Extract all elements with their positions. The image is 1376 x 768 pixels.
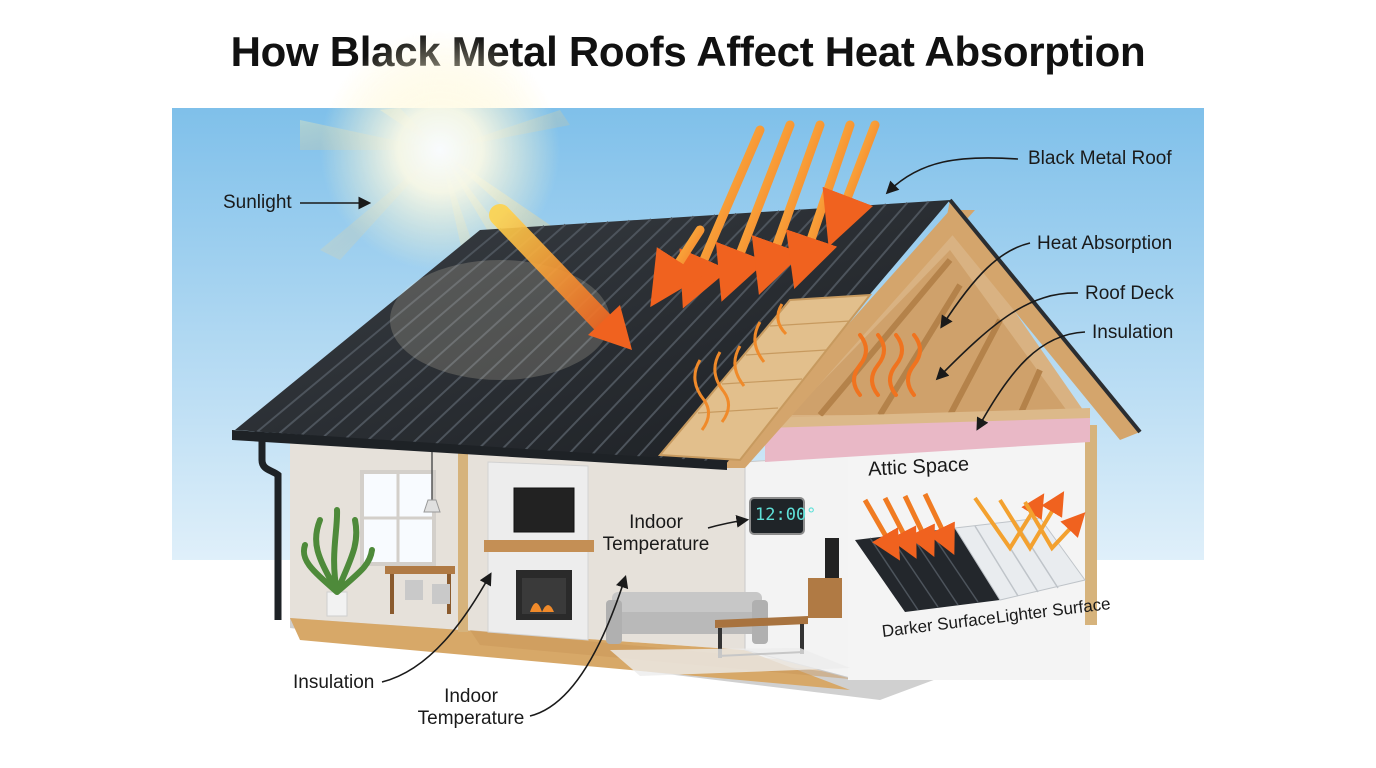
- darker-incoming-arrow: [902, 494, 935, 558]
- insulation-attic-label: Insulation: [1092, 322, 1174, 343]
- lighter-reflected-arrow: [998, 491, 1065, 552]
- black-metal-roof-callout: [885, 157, 1019, 195]
- attic-insulation: [765, 416, 1090, 462]
- black-metal-roof-label: Black Metal Roof: [1028, 148, 1172, 169]
- sunlight-label: Sunlight: [223, 192, 292, 213]
- roof-seam: [278, 226, 524, 434]
- heat-arrow: [650, 225, 705, 308]
- roof-seam: [323, 223, 567, 438]
- roof-seam: [434, 217, 673, 446]
- indoor-temperature-bottom-line2: Temperature: [417, 708, 525, 729]
- wall-insulation-stud: [458, 452, 468, 632]
- roof-deck-label: Roof Deck: [1085, 283, 1174, 304]
- heat-arrow: [751, 120, 825, 295]
- indoor-temperature-bottom-callout: [529, 574, 629, 717]
- lighter-reflected-arrow: [973, 493, 1045, 552]
- roof-deck: [660, 295, 870, 460]
- heat-absorption-callout: [940, 242, 1031, 329]
- roof-seam: [256, 227, 503, 433]
- thermostat-readout: 12:00°: [755, 505, 817, 525]
- indoor-temperature-bottom-line1: Indoor: [444, 686, 498, 707]
- right-rafter: [945, 200, 1140, 440]
- lighter-reflected-arrow: [1023, 500, 1086, 552]
- potted-plant: [300, 507, 375, 617]
- sunlight-arrow: [588, 305, 632, 350]
- indoor-temperature-bottom-label: Indoor Temperature: [412, 686, 530, 730]
- callout-lines: [300, 157, 1086, 717]
- sofa: [606, 592, 768, 644]
- roof-seam: [301, 225, 545, 436]
- comparison-heat-arrows: [862, 491, 1086, 561]
- thermostat-display: [749, 497, 805, 535]
- heat-absorption-arrows: [650, 120, 880, 309]
- indoor-temperature-wall-label: Indoor Temperature: [600, 512, 712, 556]
- fireplace: [484, 461, 594, 641]
- roof-seam: [412, 218, 652, 444]
- indoor-temperature-wall-line2: Temperature: [602, 534, 710, 555]
- attic-heat-waves: [852, 333, 922, 397]
- lighter-surface-sample: [954, 517, 1086, 601]
- heat-arrow: [715, 120, 795, 302]
- roof-seam: [367, 221, 609, 441]
- indoor-temperature-wall-callout: [707, 515, 750, 529]
- darker-incoming-arrow: [922, 492, 955, 556]
- darker-incoming-arrow: [882, 496, 917, 559]
- heat-arrow: [822, 120, 880, 247]
- insulation-bottom-callout: [381, 572, 492, 683]
- heat-absorption-label: Heat Absorption: [1037, 233, 1173, 254]
- dining-table: [385, 566, 455, 614]
- insulation-attic-callout: [976, 331, 1086, 431]
- insulation-bottom-label: Insulation: [293, 672, 375, 693]
- roof-deck-callout: [935, 292, 1079, 381]
- indoor-temperature-wall-line1: Indoor: [629, 512, 683, 533]
- heat-waves-deck: [693, 303, 788, 431]
- roof-seam: [390, 219, 631, 442]
